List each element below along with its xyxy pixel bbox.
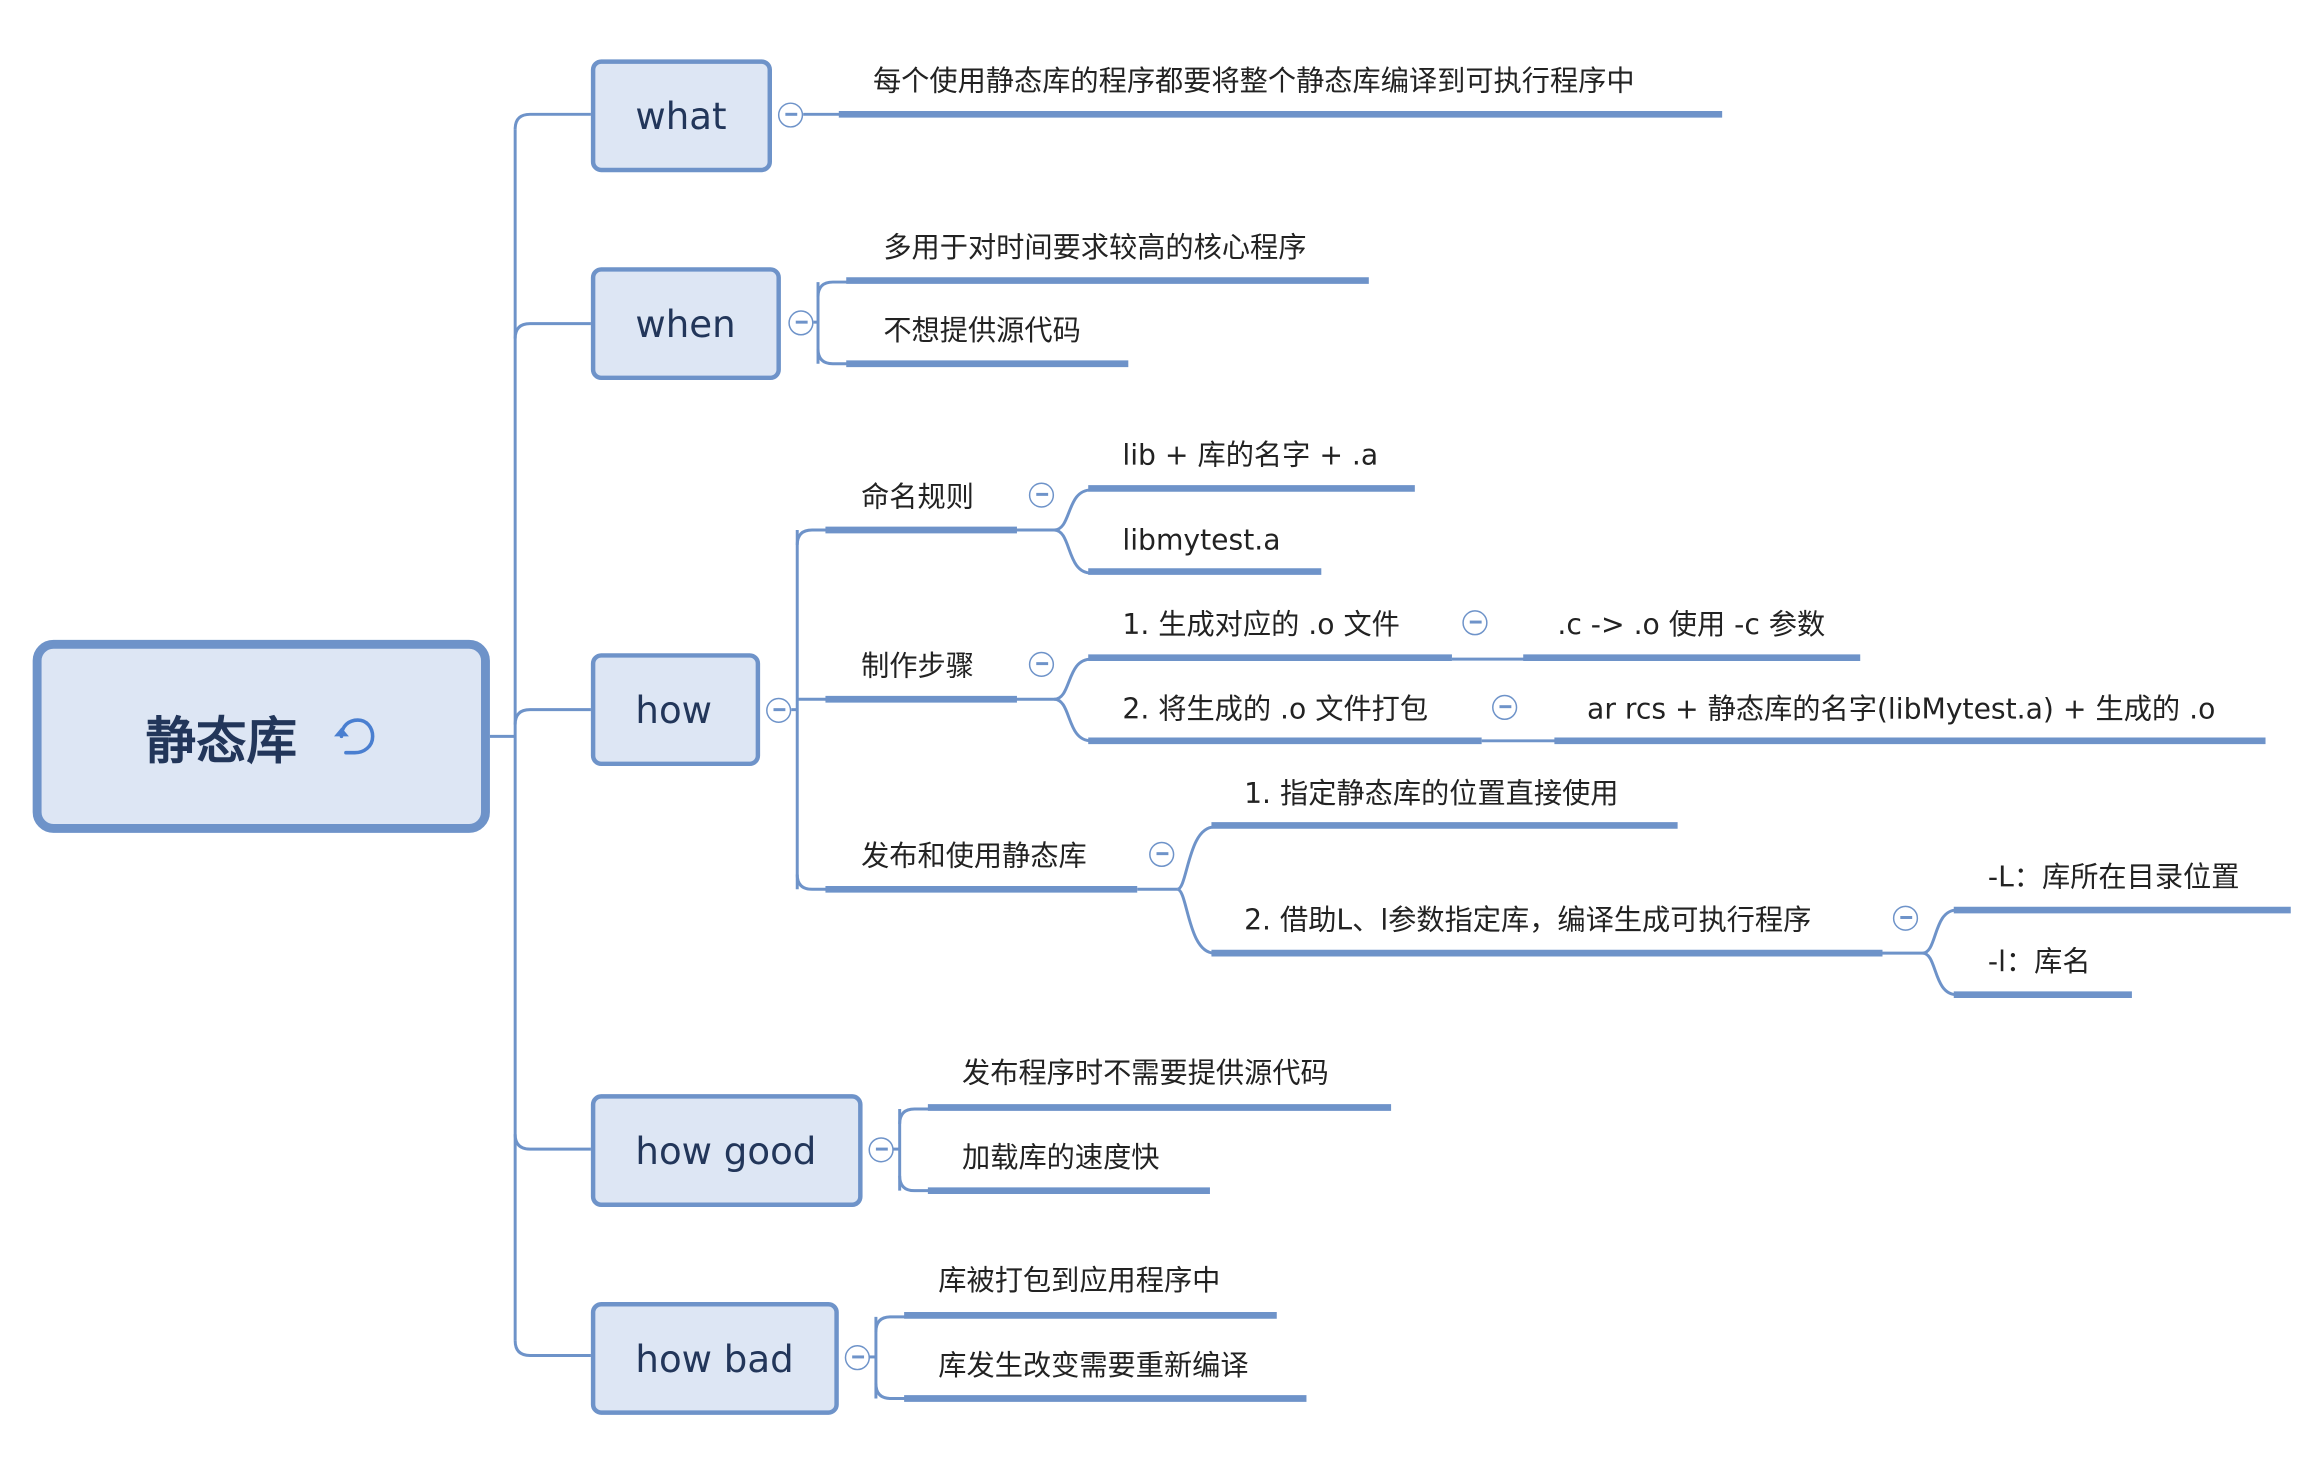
publish-way-2[interactable]: 2. 借助L、l参数指定库，编译生成可执行程序 xyxy=(1244,904,1812,937)
how-good-item-1[interactable]: 发布程序时不需要提供源代码 xyxy=(962,1057,1329,1090)
collapse-steps-icon[interactable] xyxy=(1028,651,1055,677)
root-topic[interactable]: 静态库 xyxy=(32,639,490,833)
when-item-1[interactable]: 多用于对时间要求较高的核心程序 xyxy=(883,231,1307,265)
topic-when[interactable]: when xyxy=(590,267,781,381)
how-good-item-2[interactable]: 加载库的速度快 xyxy=(962,1141,1160,1175)
topic-how[interactable]: how xyxy=(590,653,761,767)
collapse-what-icon[interactable] xyxy=(777,102,804,128)
collapse-step1-icon[interactable] xyxy=(1462,610,1488,636)
step2-label[interactable]: 2. 将生成的 .o 文件打包 xyxy=(1122,693,1429,726)
topic-how-label: how xyxy=(635,688,713,732)
how-bad-item-2[interactable]: 库发生改变需要重新编译 xyxy=(938,1349,1249,1383)
topic-what-label: what xyxy=(635,94,727,138)
collapse-publish-icon[interactable] xyxy=(1149,841,1175,868)
way2-item-1[interactable]: -L：库所在目录位置 xyxy=(1987,861,2240,894)
naming-item-1[interactable]: lib + 库的名字 + .a xyxy=(1122,439,1379,473)
collapse-how-good-icon[interactable] xyxy=(868,1137,894,1163)
step1-detail[interactable]: .c -> .o 使用 -c 参数 xyxy=(1557,608,1826,642)
topic-what[interactable]: what xyxy=(590,59,772,173)
when-item-2[interactable]: 不想提供源代码 xyxy=(883,314,1081,348)
collapse-naming-icon[interactable] xyxy=(1028,482,1055,508)
collapse-when-icon[interactable] xyxy=(788,310,814,336)
return-arrow-icon[interactable] xyxy=(330,713,378,761)
how-bad-item-1[interactable]: 库被打包到应用程序中 xyxy=(938,1264,1221,1298)
topic-how-bad-label: how bad xyxy=(635,1336,794,1380)
how-steps-label[interactable]: 制作步骤 xyxy=(861,650,974,683)
collapse-how-icon[interactable] xyxy=(766,697,792,724)
root-topic-label: 静态库 xyxy=(145,711,297,772)
step2-detail[interactable]: ar rcs + 静态库的名字(libMytest.a) + 生成的 .o xyxy=(1587,693,2216,726)
way2-item-2[interactable]: -l：库名 xyxy=(1987,945,2091,979)
what-item-1[interactable]: 每个使用静态库的程序都要将整个静态库编译到可执行程序中 xyxy=(872,65,1635,98)
naming-item-2[interactable]: libmytest.a xyxy=(1122,524,1281,557)
topic-when-label: when xyxy=(635,302,736,346)
topic-how-good[interactable]: how good xyxy=(590,1094,863,1207)
how-publish-label[interactable]: 发布和使用静态库 xyxy=(861,840,1087,873)
collapse-step2-icon[interactable] xyxy=(1492,694,1518,721)
collapse-way2-icon[interactable] xyxy=(1892,905,1919,931)
how-naming-label[interactable]: 命名规则 xyxy=(861,481,974,514)
collapse-how-bad-icon[interactable] xyxy=(844,1345,870,1371)
topic-how-bad[interactable]: how bad xyxy=(590,1302,839,1415)
step1-label[interactable]: 1. 生成对应的 .o 文件 xyxy=(1122,608,1400,642)
topic-how-good-label: how good xyxy=(635,1129,817,1173)
publish-way-1[interactable]: 1. 指定静态库的位置直接使用 xyxy=(1244,777,1619,811)
